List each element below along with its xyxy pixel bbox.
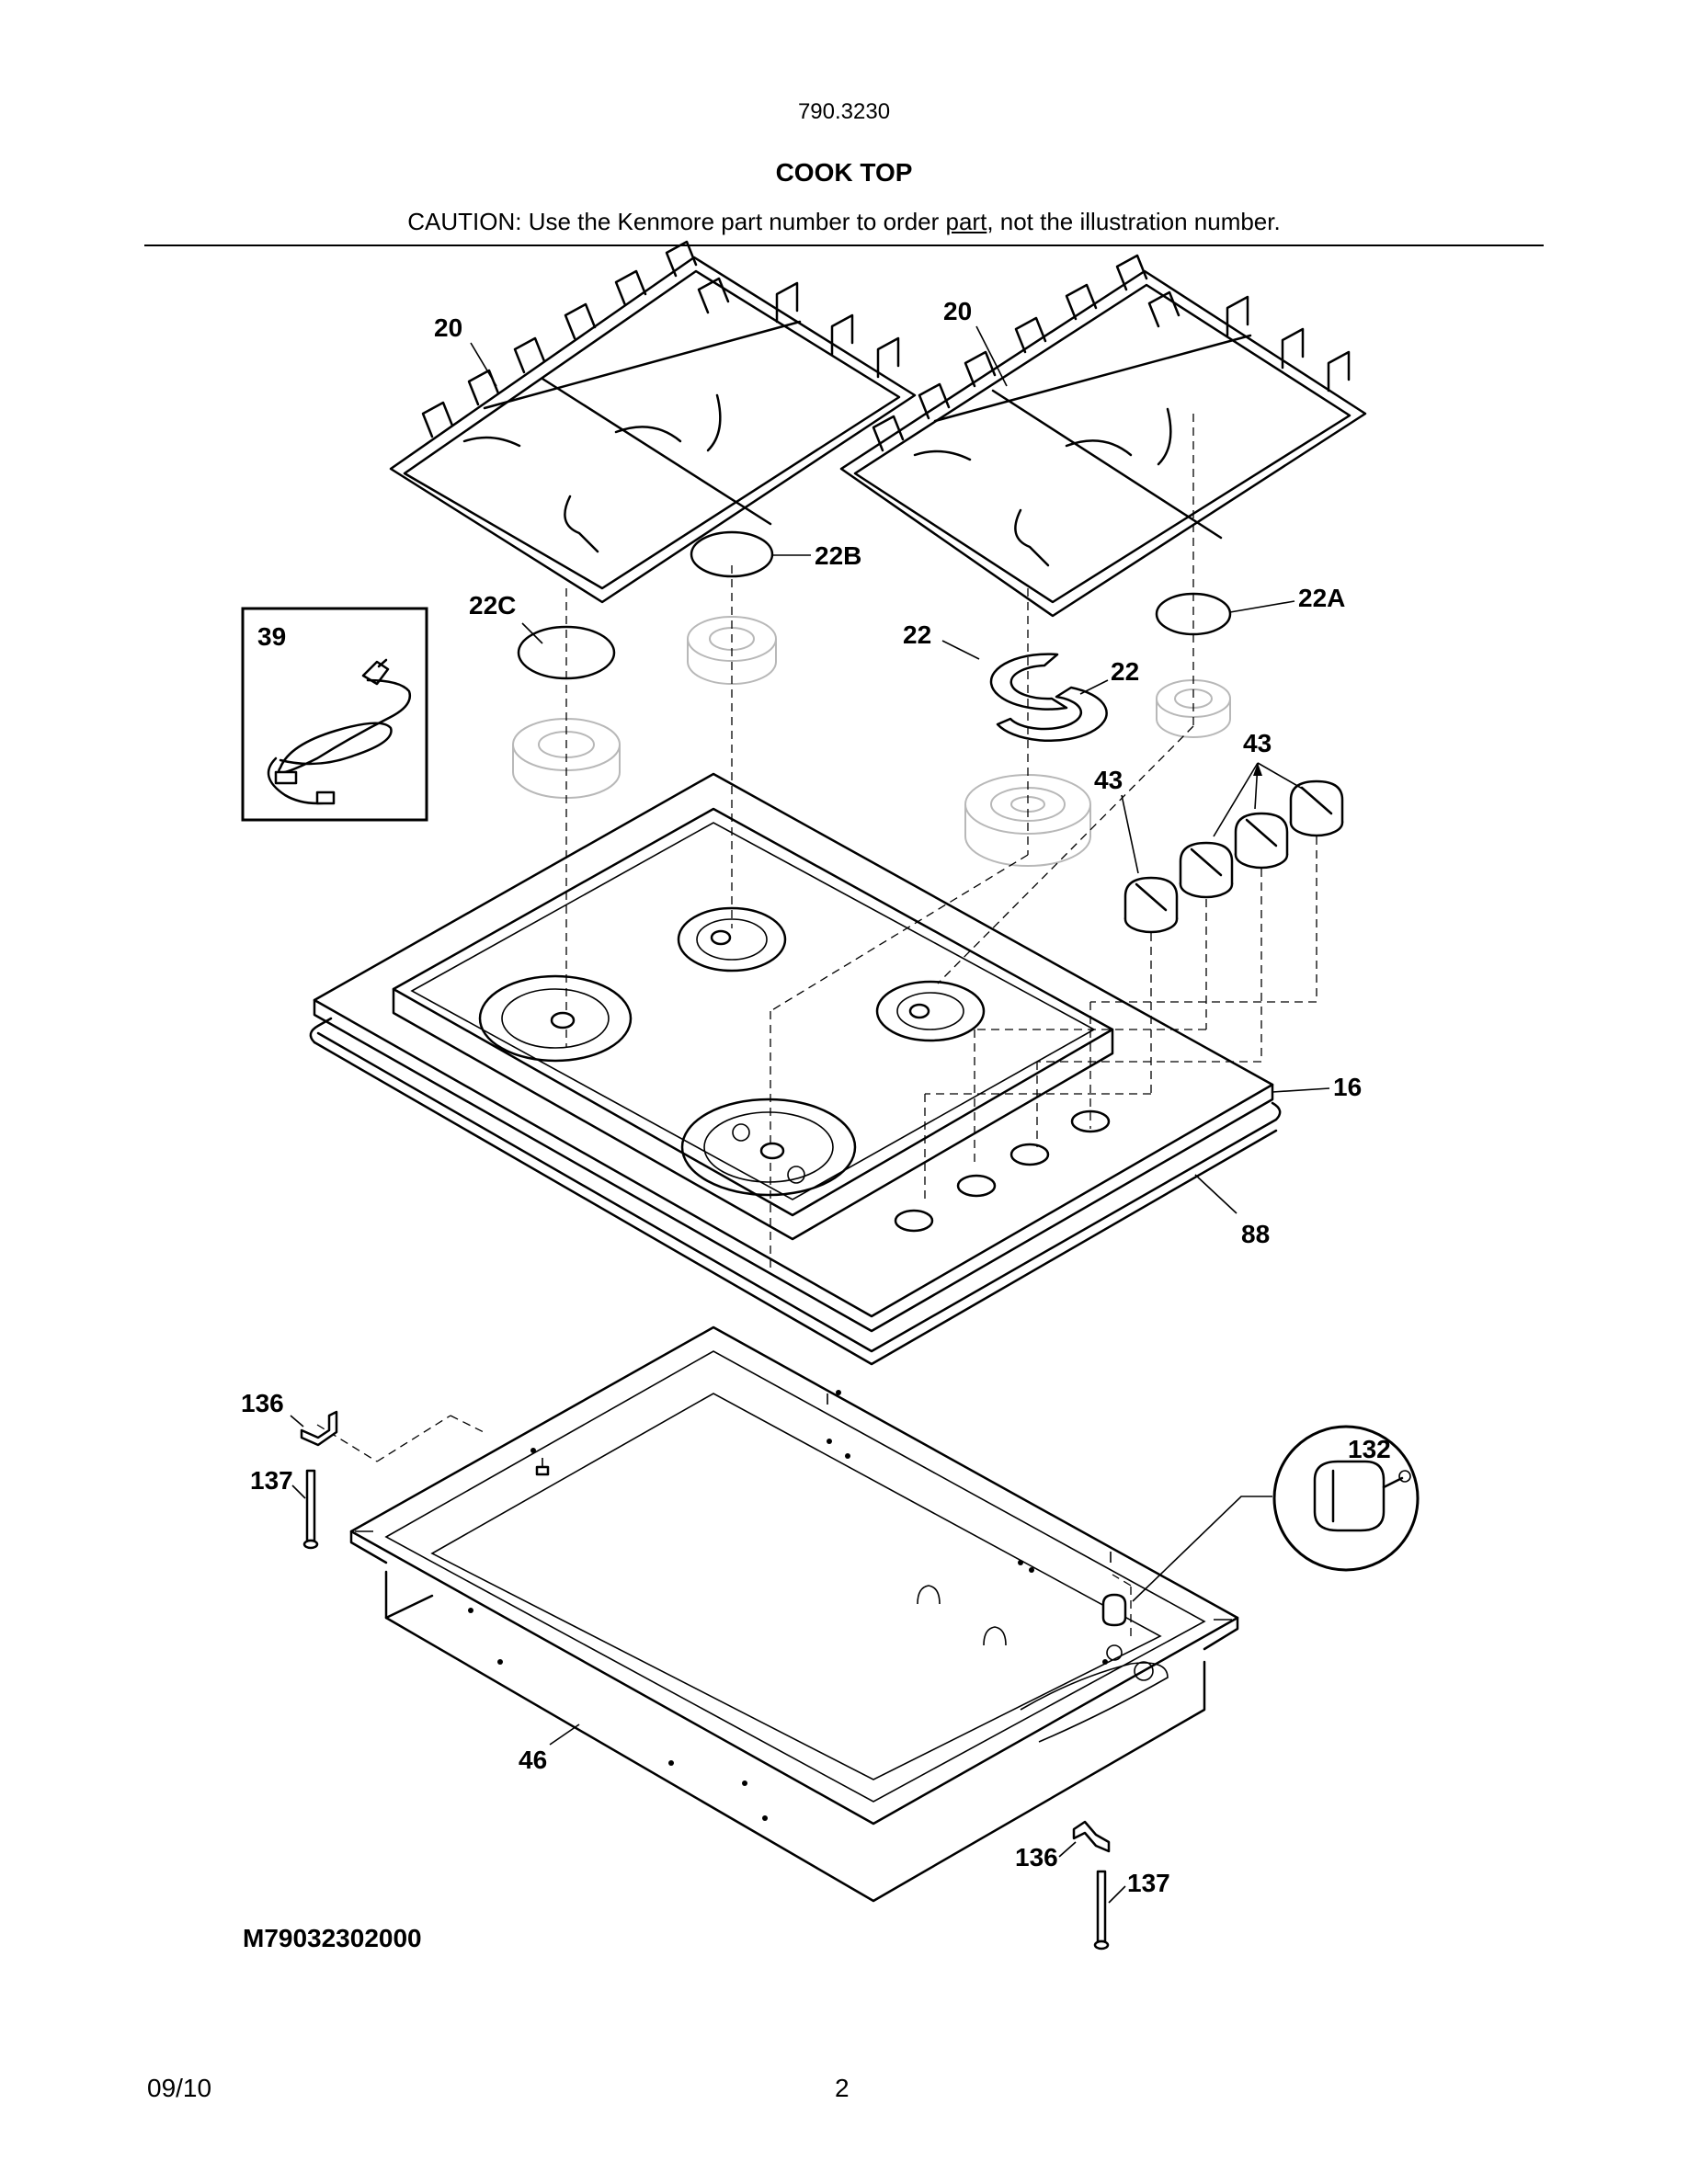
callout-cap-22c: 22C	[469, 591, 516, 620]
knob-1	[1123, 876, 1179, 934]
ring-lower	[996, 686, 1108, 743]
header-rule	[144, 245, 1544, 246]
knob-3	[1234, 812, 1289, 870]
leader-screw-left	[291, 1484, 306, 1499]
grate-right	[839, 254, 1367, 618]
cooktop-panel	[313, 772, 1274, 1333]
callout-gasket: 88	[1241, 1220, 1270, 1248]
leader-knob-left	[1121, 794, 1139, 874]
screw-left	[302, 1469, 319, 1550]
screw-right	[1093, 1870, 1110, 1951]
electrode-inset	[1272, 1425, 1420, 1572]
leader-screw-right	[1108, 1885, 1126, 1904]
bracket-left	[300, 1410, 338, 1447]
callout-ring-lower: 22	[1111, 657, 1139, 686]
leader-cap-22a	[1229, 600, 1295, 613]
leader-bracket-right	[1058, 1841, 1077, 1858]
grate-left	[389, 240, 917, 604]
electrode-on-pan	[1101, 1593, 1127, 1627]
leader-electrode	[1132, 1496, 1272, 1602]
leader-cooktop	[1272, 1087, 1330, 1093]
callout-pan: 46	[519, 1746, 547, 1774]
page-number: 2	[835, 2074, 850, 2102]
callout-cord: 39	[257, 622, 286, 651]
callout-screw-right: 137	[1127, 1869, 1170, 1897]
leader-ring-upper	[941, 640, 980, 660]
callout-grate-right: 20	[943, 297, 972, 325]
callout-screw-left: 137	[250, 1466, 293, 1495]
gasket	[309, 1017, 1282, 1366]
callout-electrode: 132	[1348, 1435, 1391, 1463]
leader-pan	[549, 1723, 580, 1746]
callout-cooktop: 16	[1333, 1073, 1362, 1101]
leader-grate-right	[975, 325, 1008, 387]
callout-bracket-left: 136	[241, 1389, 284, 1417]
callout-bracket-right: 136	[1015, 1843, 1058, 1871]
caution-link: part	[945, 208, 987, 235]
diagram-code: M79032302000	[243, 1924, 422, 1952]
leader-grate-left	[470, 342, 497, 387]
callout-grate-left: 20	[434, 313, 462, 342]
cap-22b	[690, 530, 774, 578]
footer-date: 09/10	[147, 2074, 212, 2102]
callout-knob-left: 43	[1094, 766, 1123, 794]
caution-prefix: CAUTION: Use the Kenmore part number to …	[407, 208, 946, 235]
caution-suffix: , not the illustration number.	[987, 208, 1281, 235]
ring-upper	[989, 653, 1068, 711]
caution-note: CAUTION: Use the Kenmore part number to …	[0, 208, 1688, 236]
alignment-lines	[316, 414, 1317, 1636]
arrowhead-knob	[1253, 763, 1262, 776]
bottom-pan	[349, 1325, 1239, 1903]
callout-cap-22a: 22A	[1298, 584, 1345, 612]
callout-cap-22b: 22B	[815, 541, 861, 570]
leader-cap-22c	[521, 622, 543, 644]
model-number: 790.3230	[797, 99, 891, 124]
knob-2	[1179, 841, 1234, 899]
callout-ring-upper: 22	[903, 620, 931, 649]
leader-bracket-left	[290, 1415, 304, 1428]
knob-4	[1289, 779, 1344, 837]
page-title: COOK TOP	[775, 158, 913, 187]
callout-knob-group: 43	[1243, 729, 1272, 757]
power-cord-inset	[241, 607, 428, 822]
leader-ring-lower	[1079, 679, 1109, 695]
bracket-right	[1072, 1820, 1111, 1853]
leader-gasket	[1194, 1174, 1237, 1214]
